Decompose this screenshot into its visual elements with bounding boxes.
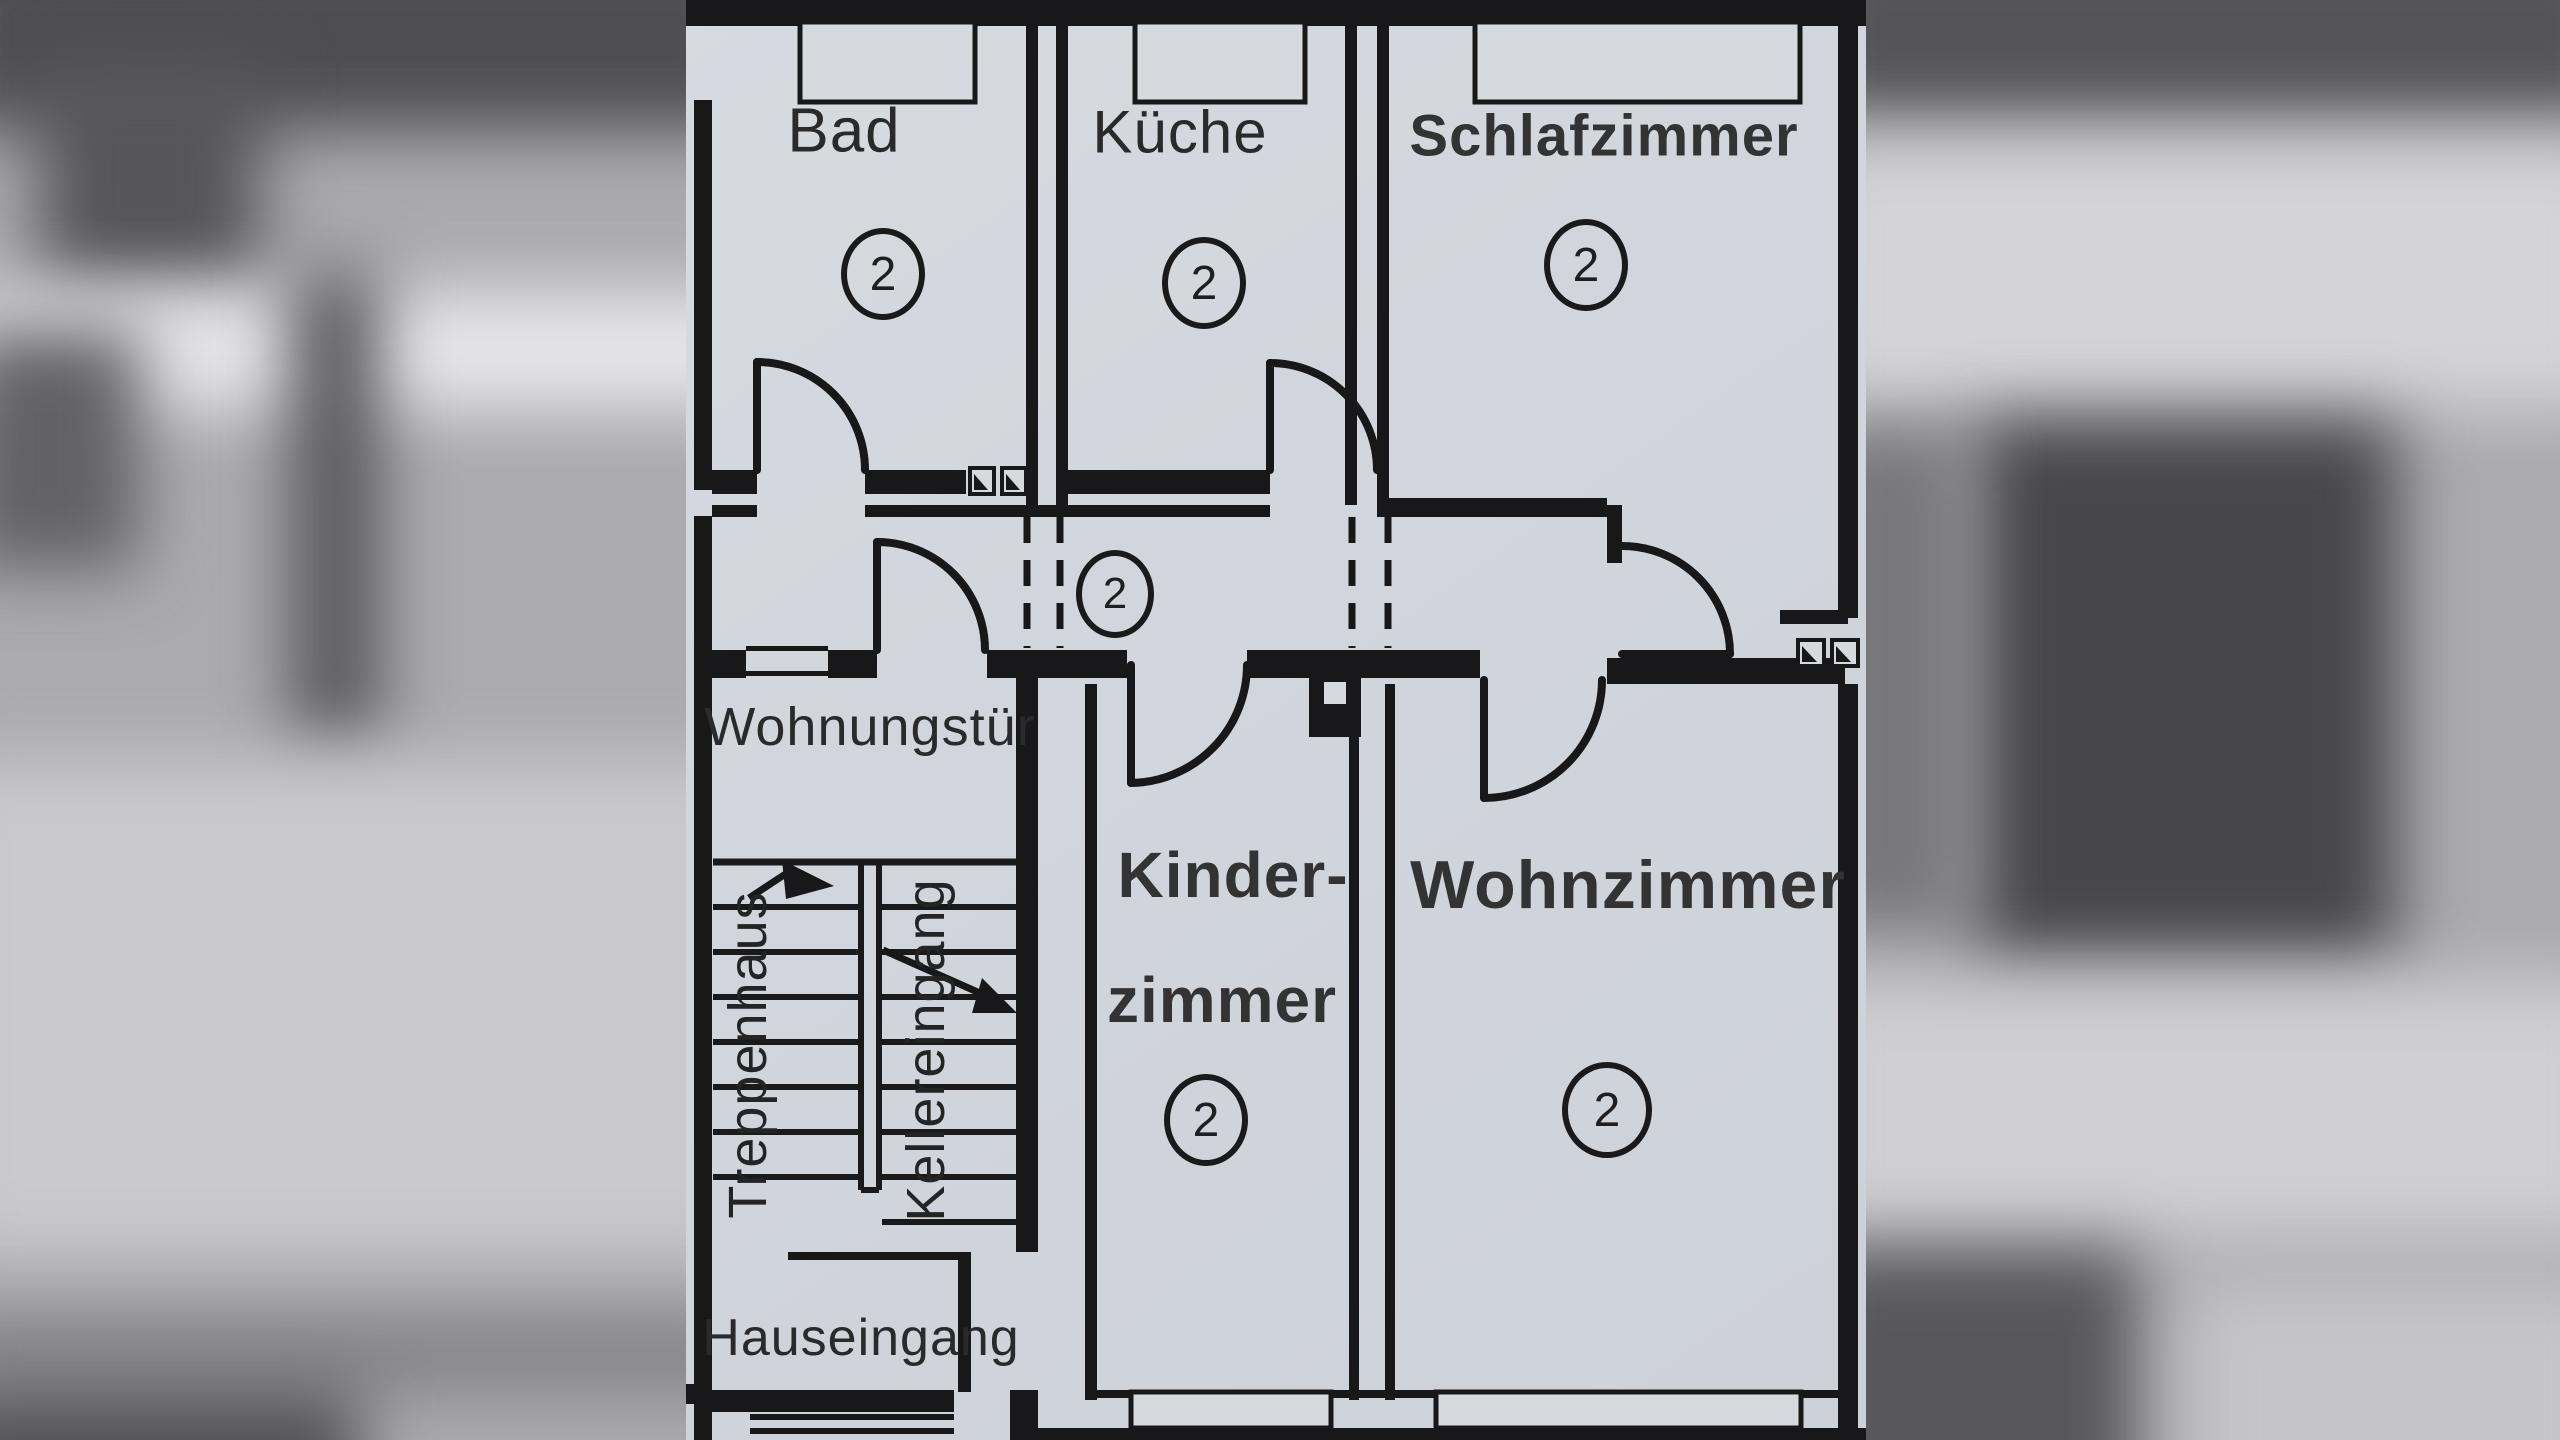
chimney-icon — [1796, 638, 1826, 668]
basement-arrow-icon — [881, 946, 1017, 1013]
blur-shape — [1866, 430, 1966, 930]
chimney-icons — [968, 466, 1860, 668]
floor-plan: Bad Küche Schlafzimmer Kinder- zimmer Wo… — [686, 0, 1866, 1440]
unit-number-badge-wohnzimmer: 2 — [1562, 1062, 1652, 1158]
blur-shape — [2186, 1280, 2560, 1440]
room-label-kueche: Küche — [1092, 98, 1268, 166]
blur-shape — [1866, 0, 2560, 120]
blur-shape — [1866, 140, 2560, 410]
unit-number-badge-flur: 2 — [1076, 550, 1154, 638]
room-label-kinderzimmer-line1: Kinder- — [1117, 839, 1349, 911]
floor-plan-drawing — [686, 0, 1866, 1440]
corridor-openings — [1023, 517, 1392, 648]
blur-shape — [1866, 1250, 2136, 1440]
door-kueche — [1266, 359, 1381, 474]
room-label-bad: Bad — [787, 96, 901, 166]
unit-number-badge-kinderzimmer: 2 — [1164, 1074, 1248, 1166]
door-threshold — [746, 646, 828, 678]
blurred-backdrop-right — [1866, 0, 2560, 1440]
stair-up-arrow-icon — [747, 860, 834, 901]
door-kinderzimmer — [1127, 661, 1251, 787]
label-apartment-door: Wohnungstür — [704, 697, 1036, 757]
blurred-backdrop-left — [0, 0, 686, 1440]
blur-shape — [290, 270, 380, 740]
window-kueche — [1132, 19, 1308, 105]
exterior-walls — [686, 0, 1866, 1440]
windows — [797, 19, 1845, 1431]
chimney-icon — [1000, 466, 1028, 496]
shaft-square — [1324, 682, 1346, 704]
room-label-wohnzimmer: Wohnzimmer — [1410, 847, 1846, 923]
blur-shape — [1976, 420, 2396, 960]
window-kinderzimmer — [1128, 1389, 1334, 1431]
blur-shape — [0, 330, 140, 570]
chimney-icon — [968, 466, 996, 496]
label-house-entrance: Hauseingang — [702, 1309, 1020, 1367]
door-wohnungstuer — [873, 538, 989, 654]
door-bad — [753, 358, 869, 474]
door-schlafzimmer — [1618, 542, 1734, 658]
room-label-schlafzimmer: Schlafzimmer — [1409, 103, 1799, 169]
room-label-kinderzimmer-line2: zimmer — [1106, 964, 1338, 1036]
blur-shape — [1866, 980, 2560, 1240]
unit-number-badge-kueche: 2 — [1162, 237, 1246, 329]
chimney-icon — [1830, 638, 1860, 668]
interior-walls — [700, 26, 1848, 1440]
label-stairwell: Treppenhaus — [718, 891, 778, 1219]
doors — [753, 358, 1734, 802]
door-wohnzimmer — [1480, 676, 1606, 802]
unit-number-badge-bad: 2 — [841, 228, 925, 320]
blur-shape — [40, 60, 260, 290]
label-basement-entrance: Kellereingang — [896, 878, 956, 1222]
window-wohnzimmer — [1433, 1389, 1804, 1431]
window-bad — [797, 19, 978, 105]
blur-shape — [0, 1320, 686, 1390]
blur-shape — [0, 760, 686, 1260]
unit-number-badge-schlafzimmer: 2 — [1544, 219, 1628, 311]
window-schlafzimmer — [1472, 19, 1803, 105]
blur-shape — [0, 1390, 360, 1440]
